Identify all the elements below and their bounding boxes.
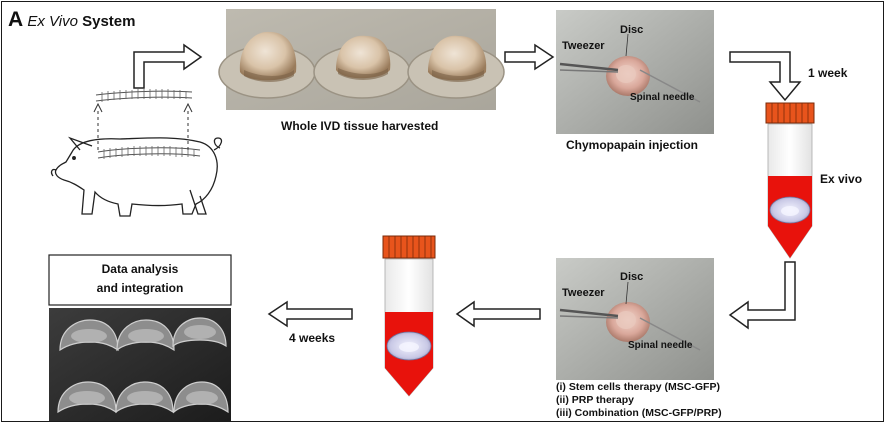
arrow-harvest-to-injection <box>504 43 555 71</box>
label-disc-top: Disc <box>620 24 644 36</box>
therapy-item: (ii) PRP therapy <box>556 394 634 406</box>
tube-four-weeks <box>382 235 436 397</box>
arrow-tube-2-to-data <box>267 300 353 328</box>
photo-chymopapain-injection <box>556 10 714 134</box>
label-ex-vivo: Ex vivo <box>820 172 863 186</box>
label-tweezer-bottom: Tweezer <box>562 287 605 299</box>
panel-title-italic: Ex Vivo <box>27 13 78 30</box>
arrow-pig-to-harvest <box>133 43 203 89</box>
label-needle-bottom: Spinal needle <box>628 340 693 351</box>
arrow-therapy-to-tube-2 <box>455 300 541 328</box>
pig-illustration <box>50 89 223 217</box>
label-tweezer-top: Tweezer <box>562 40 605 52</box>
arrow-to-tube-1 <box>729 51 802 102</box>
photo-therapy-injection <box>556 258 714 380</box>
therapy-list: (i) Stem cells therapy (MSC-GFP) (ii) PR… <box>556 381 722 420</box>
data-box-line-1: Data analysis <box>101 262 179 276</box>
therapy-item: (i) Stem cells therapy (MSC-GFP) <box>556 381 720 393</box>
tube-ex-vivo <box>765 102 815 259</box>
caption-ivd-harvested: Whole IVD tissue harvested <box>281 119 439 133</box>
process-arrows <box>133 43 802 330</box>
label-needle-top: Spinal needle <box>630 92 695 103</box>
caption-chymopapain-injection: Chymopapain injection <box>566 138 699 152</box>
arrow-tube-to-therapy <box>728 261 796 330</box>
photo-ivd-harvested <box>218 9 505 110</box>
therapy-item: (iii) Combination (MSC-GFP/PRP) <box>556 407 722 419</box>
panel-letter: A <box>8 8 24 31</box>
data-analysis-panel <box>48 254 232 421</box>
label-disc-bottom: Disc <box>620 271 644 283</box>
label-one-week: 1 week <box>808 66 848 80</box>
data-box-line-2: and integration <box>96 281 184 295</box>
label-four-weeks: 4 weeks <box>289 331 336 345</box>
panel-title-rest: System <box>82 13 136 30</box>
panel-title: A Ex Vivo System <box>8 8 135 32</box>
